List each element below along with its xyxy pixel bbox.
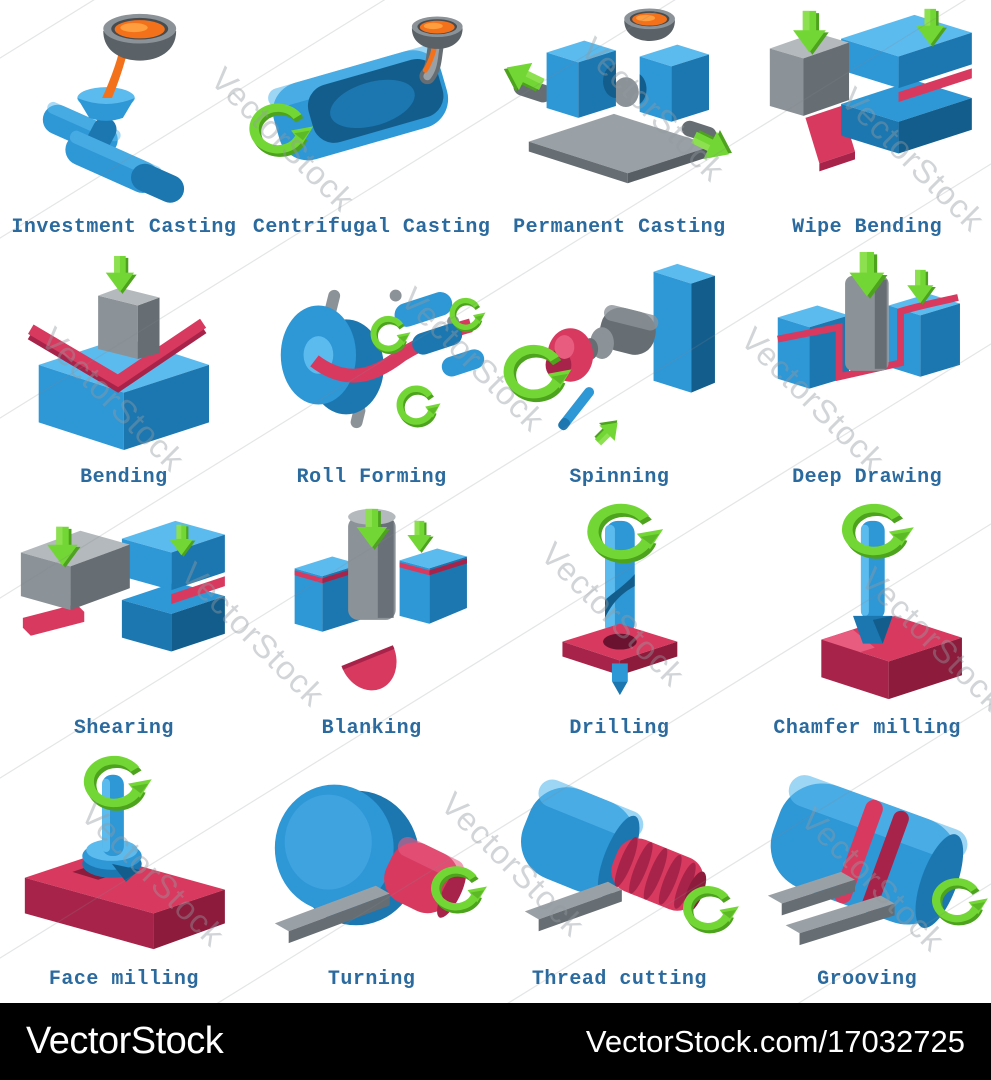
- centrifugal-casting-icon: [248, 0, 496, 204]
- bending-icon: [0, 251, 248, 455]
- footer-bar: VectorStock VectorStock.com/17032725: [0, 1003, 991, 1080]
- cell-permanent-casting: Permanent Casting: [496, 0, 744, 251]
- permanent-casting-icon: [496, 0, 744, 204]
- process-label: Spinning: [569, 466, 670, 490]
- cell-thread-cutting: Thread cutting: [496, 752, 744, 1003]
- process-label: Bending: [80, 466, 168, 490]
- cell-blanking: Blanking: [248, 502, 496, 753]
- cell-investment-casting: Investment Casting: [0, 0, 248, 251]
- thread-cutting-icon: [496, 752, 744, 956]
- image-url-text: VectorStock.com/17032725: [585, 1023, 965, 1059]
- deep-drawing-icon: [743, 251, 991, 455]
- cell-centrifugal-casting: Centrifugal Casting: [248, 0, 496, 251]
- wipe-bending-icon: [743, 0, 991, 204]
- process-label: Wipe Bending: [792, 215, 943, 239]
- cell-wipe-bending: Wipe Bending: [743, 0, 991, 251]
- cell-grooving: Grooving: [743, 752, 991, 1003]
- process-label: Grooving: [817, 967, 918, 991]
- drilling-icon: [496, 502, 744, 706]
- process-label: Roll Forming: [296, 466, 447, 490]
- cell-turning: Turning: [248, 752, 496, 1003]
- cell-spinning: Spinning: [496, 251, 744, 502]
- process-label: Chamfer milling: [773, 717, 961, 740]
- grooving-icon: [743, 752, 991, 956]
- process-label: Centrifugal Casting: [252, 215, 491, 239]
- process-icon-grid: Investment Casting: [0, 0, 991, 1003]
- cell-deep-drawing: Deep Drawing: [743, 251, 991, 502]
- cell-face-milling: Face milling: [0, 752, 248, 1003]
- process-label: Blanking: [321, 717, 422, 740]
- process-label: Drilling: [569, 717, 670, 740]
- process-label: Permanent Casting: [513, 215, 726, 239]
- roll-forming-icon: [248, 251, 496, 455]
- face-milling-icon: [0, 752, 248, 956]
- shearing-icon: [0, 502, 248, 706]
- cell-shearing: Shearing: [0, 502, 248, 753]
- cell-roll-forming: Roll Forming: [248, 251, 496, 502]
- vectorstock-logo: VectorStock: [26, 1020, 224, 1062]
- process-label: Thread cutting: [531, 967, 707, 991]
- cell-drilling: Drilling: [496, 502, 744, 753]
- spinning-icon: [496, 251, 744, 455]
- chamfer-milling-icon: [743, 502, 991, 706]
- process-label: Deep Drawing: [792, 466, 943, 490]
- turning-icon: [248, 752, 496, 956]
- process-label: Face milling: [48, 967, 199, 991]
- process-label: Turning: [327, 967, 416, 991]
- cell-bending: Bending: [0, 251, 248, 502]
- investment-casting-icon: [0, 0, 248, 204]
- process-label: Investment Casting: [11, 215, 237, 239]
- cell-chamfer-milling: Chamfer milling: [743, 502, 991, 753]
- process-label: Shearing: [73, 717, 174, 740]
- blanking-icon: [248, 502, 496, 706]
